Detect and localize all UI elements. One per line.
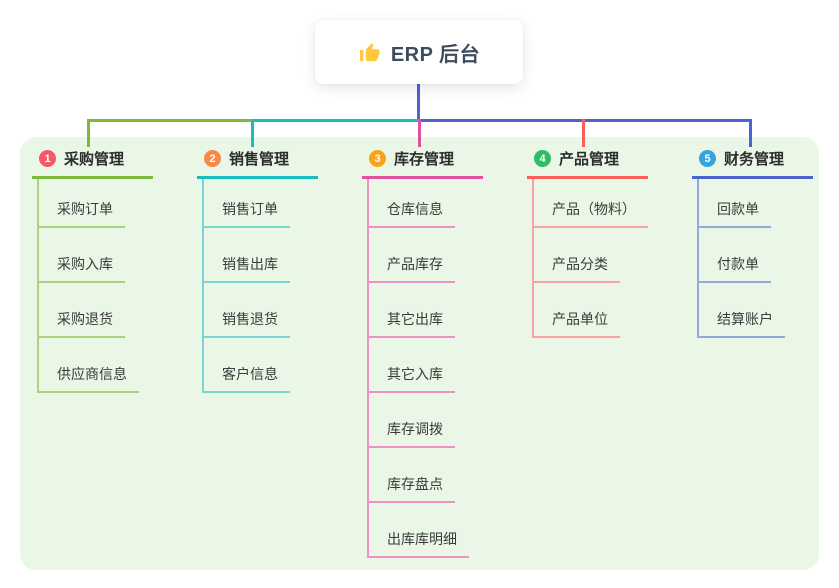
branch-number-badge: 4 [534, 150, 551, 167]
drop-line-branch4 [582, 119, 585, 147]
child-node[interactable]: 产品库存 [369, 228, 455, 283]
child-node[interactable]: 库存盘点 [369, 448, 455, 503]
branch-column-5: 5 财务管理 回款单付款单结算账户 [692, 148, 839, 338]
branch-children: 回款单付款单结算账户 [697, 179, 839, 338]
branch-column-4: 4 产品管理 产品（物料）产品分类产品单位 [527, 148, 691, 338]
branch-label: 财务管理 [724, 151, 785, 168]
branch-column-3: 3 库存管理 仓库信息产品库存其它出库其它入库库存调拨库存盘点出库库明细 [362, 148, 526, 558]
child-node[interactable]: 付款单 [699, 228, 771, 283]
branch-label: 采购管理 [64, 151, 125, 168]
branch-header-3[interactable]: 3 库存管理 [362, 148, 483, 179]
branch-column-2: 2 销售管理 销售订单销售出库销售退货客户信息 [197, 148, 361, 393]
child-node[interactable]: 库存调拨 [369, 393, 455, 448]
mindmap-panel [20, 137, 819, 570]
child-node[interactable]: 产品分类 [534, 228, 620, 283]
branch-column-1: 1 采购管理 采购订单采购入库采购退货供应商信息 [32, 148, 196, 393]
child-node[interactable]: 回款单 [699, 179, 771, 228]
child-node[interactable]: 采购退货 [39, 283, 125, 338]
branch-number-badge: 3 [369, 150, 386, 167]
branch-number-badge: 5 [699, 150, 716, 167]
child-node[interactable]: 采购入库 [39, 228, 125, 283]
child-node[interactable]: 仓库信息 [369, 179, 455, 228]
child-node[interactable]: 结算账户 [699, 283, 785, 338]
drop-line-branch3 [418, 119, 421, 147]
drop-line-branch2 [251, 119, 254, 147]
child-node[interactable]: 供应商信息 [39, 338, 139, 393]
branch-header-2[interactable]: 2 销售管理 [197, 148, 318, 179]
child-node[interactable]: 销售订单 [204, 179, 290, 228]
branch-label: 产品管理 [559, 151, 620, 168]
branch-header-4[interactable]: 4 产品管理 [527, 148, 648, 179]
branch-children: 销售订单销售出库销售退货客户信息 [202, 179, 361, 393]
root-title: ERP 后台 [390, 43, 481, 66]
branch-label: 销售管理 [229, 151, 290, 168]
child-node[interactable]: 产品（物料） [534, 179, 648, 228]
branch-header-5[interactable]: 5 财务管理 [692, 148, 813, 179]
root-node[interactable]: ERP 后台 [315, 20, 523, 84]
child-node[interactable]: 客户信息 [204, 338, 290, 393]
child-node[interactable]: 出库库明细 [369, 503, 469, 558]
branch-children: 产品（物料）产品分类产品单位 [532, 179, 691, 338]
bus-line-branch2 [251, 119, 420, 122]
branch-children: 采购订单采购入库采购退货供应商信息 [37, 179, 196, 393]
bus-line-branch5 [419, 119, 752, 122]
branch-number-badge: 2 [204, 150, 221, 167]
branch-label: 库存管理 [394, 151, 455, 168]
child-node[interactable]: 采购订单 [39, 179, 125, 228]
child-node[interactable]: 产品单位 [534, 283, 620, 338]
drop-line-branch5 [749, 119, 752, 147]
child-node[interactable]: 销售退货 [204, 283, 290, 338]
branch-children: 仓库信息产品库存其它出库其它入库库存调拨库存盘点出库库明细 [367, 179, 526, 558]
drop-line-branch1 [87, 119, 90, 147]
branch-header-1[interactable]: 1 采购管理 [32, 148, 153, 179]
child-node[interactable]: 销售出库 [204, 228, 290, 283]
child-node[interactable]: 其它入库 [369, 338, 455, 393]
child-node[interactable]: 其它出库 [369, 283, 455, 338]
thumbs-up-icon [359, 42, 380, 61]
root-trunk-line [417, 84, 420, 122]
branch-number-badge: 1 [39, 150, 56, 167]
